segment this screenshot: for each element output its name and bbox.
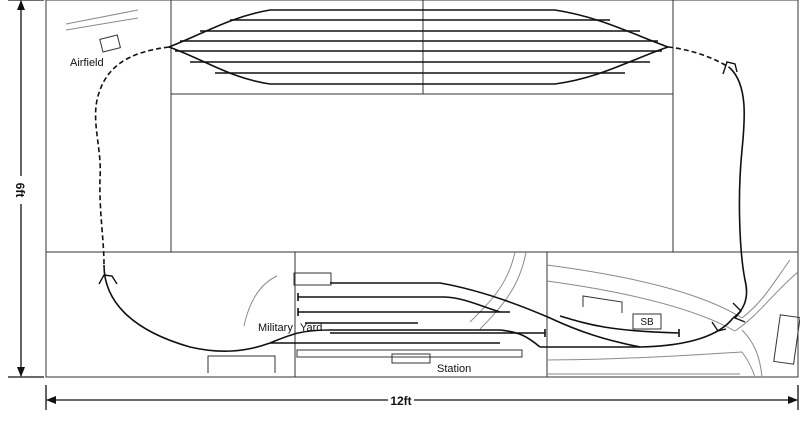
height-label: 6ft xyxy=(13,183,27,198)
road-east-lower xyxy=(546,280,736,332)
roads xyxy=(65,9,799,378)
width-label: 12ft xyxy=(390,394,411,408)
track xyxy=(94,9,748,353)
east-siding-bracket xyxy=(582,295,623,313)
tunnel-portals xyxy=(98,61,746,332)
fiddle-yard-fan-east xyxy=(168,46,669,85)
airfield-building xyxy=(99,34,122,53)
airfield-road-2 xyxy=(65,17,139,31)
east-building xyxy=(773,314,800,365)
buffer-stops xyxy=(297,293,680,337)
road-yard-lower xyxy=(479,251,527,330)
road-south-2 xyxy=(741,329,763,378)
tunnel-portal-west xyxy=(98,274,118,285)
road-east-upper xyxy=(546,264,743,319)
signal-box xyxy=(632,313,662,330)
station-platform xyxy=(296,349,523,358)
baseboards xyxy=(45,0,799,378)
airfield-road-1 xyxy=(65,9,139,25)
loop-west-hidden xyxy=(94,46,170,266)
loop-east-hidden xyxy=(667,46,731,69)
road-yard-upper xyxy=(469,251,516,323)
loop-south-east xyxy=(540,317,734,348)
tunnel-portal-east-lower xyxy=(732,302,746,323)
tunnel-portal-east-upper xyxy=(722,61,738,75)
tunnel-portal-sb xyxy=(711,321,727,332)
yard-throat xyxy=(330,282,641,348)
military-label: Military xyxy=(258,322,293,334)
airfield-label: Airfield xyxy=(70,57,104,69)
yard-label: Yard xyxy=(300,322,322,334)
road-east-bottom xyxy=(546,351,743,361)
loop-south-west xyxy=(103,264,271,353)
sb-siding xyxy=(559,315,680,334)
yard-siding-1 xyxy=(298,296,501,313)
signal-box-label: SB xyxy=(640,317,654,328)
station-building xyxy=(391,353,431,364)
loop-east xyxy=(729,67,748,319)
yard-lead xyxy=(269,329,541,348)
labels: 12ft 6ft Airfield Military Yard Station … xyxy=(13,57,654,408)
road-corner-1 xyxy=(741,259,791,319)
road-corner-2 xyxy=(734,271,799,332)
layout-outline xyxy=(45,0,799,378)
fiddle-yard-fan-west xyxy=(168,9,669,48)
yard-shed xyxy=(293,272,332,286)
west-siding-bracket xyxy=(207,355,276,373)
buildings xyxy=(99,34,800,373)
station-label: Station xyxy=(437,363,471,375)
road-south-1 xyxy=(741,351,756,378)
road-west xyxy=(243,275,278,327)
